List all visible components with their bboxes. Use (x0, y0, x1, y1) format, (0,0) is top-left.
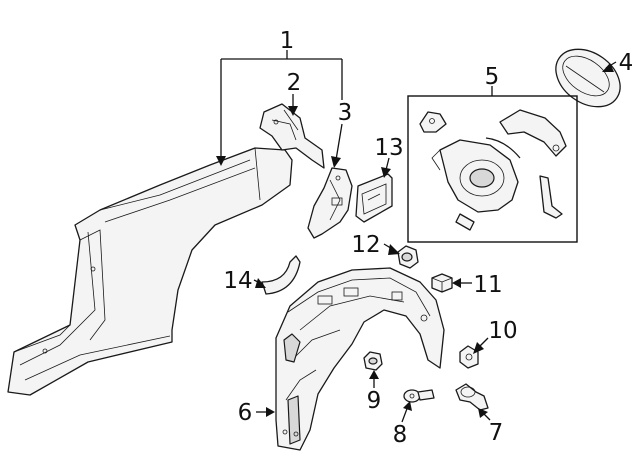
part-5-assembly (407, 95, 578, 243)
callout-12: 12 (351, 232, 380, 258)
part-3-bracket (307, 167, 353, 239)
part-8-screw (403, 389, 435, 403)
part-9-nut (363, 351, 383, 371)
callout-7: 7 (489, 420, 504, 446)
callout-11: 11 (473, 272, 502, 298)
part-11-clip (431, 273, 453, 293)
callout-8: 8 (393, 422, 408, 448)
callout-14: 14 (223, 268, 252, 294)
callout-1: 1 (280, 28, 295, 54)
callout-3: 3 (338, 100, 353, 126)
callout-10: 10 (488, 318, 517, 344)
part-4-fuel-door (555, 48, 621, 108)
callout-4: 4 (619, 50, 634, 76)
part-6-wheelhouse-liner (275, 267, 445, 451)
part-7-push-pin (455, 383, 489, 411)
part-13-pocket (355, 173, 393, 223)
part-10-clip (459, 345, 479, 369)
part-2-bracket (259, 103, 325, 169)
callout-5: 5 (485, 64, 500, 90)
callout-2: 2 (287, 70, 302, 96)
part-14-seal (261, 255, 301, 295)
leader-lines (216, 50, 617, 423)
callout-6: 6 (238, 400, 253, 426)
quarter-panel (7, 147, 293, 396)
callout-labels: 1 2 3 4 5 6 7 8 9 10 11 12 13 14 (223, 28, 633, 448)
callout-13: 13 (374, 135, 403, 161)
part-12-nut (397, 245, 419, 269)
callout-9: 9 (367, 388, 382, 414)
